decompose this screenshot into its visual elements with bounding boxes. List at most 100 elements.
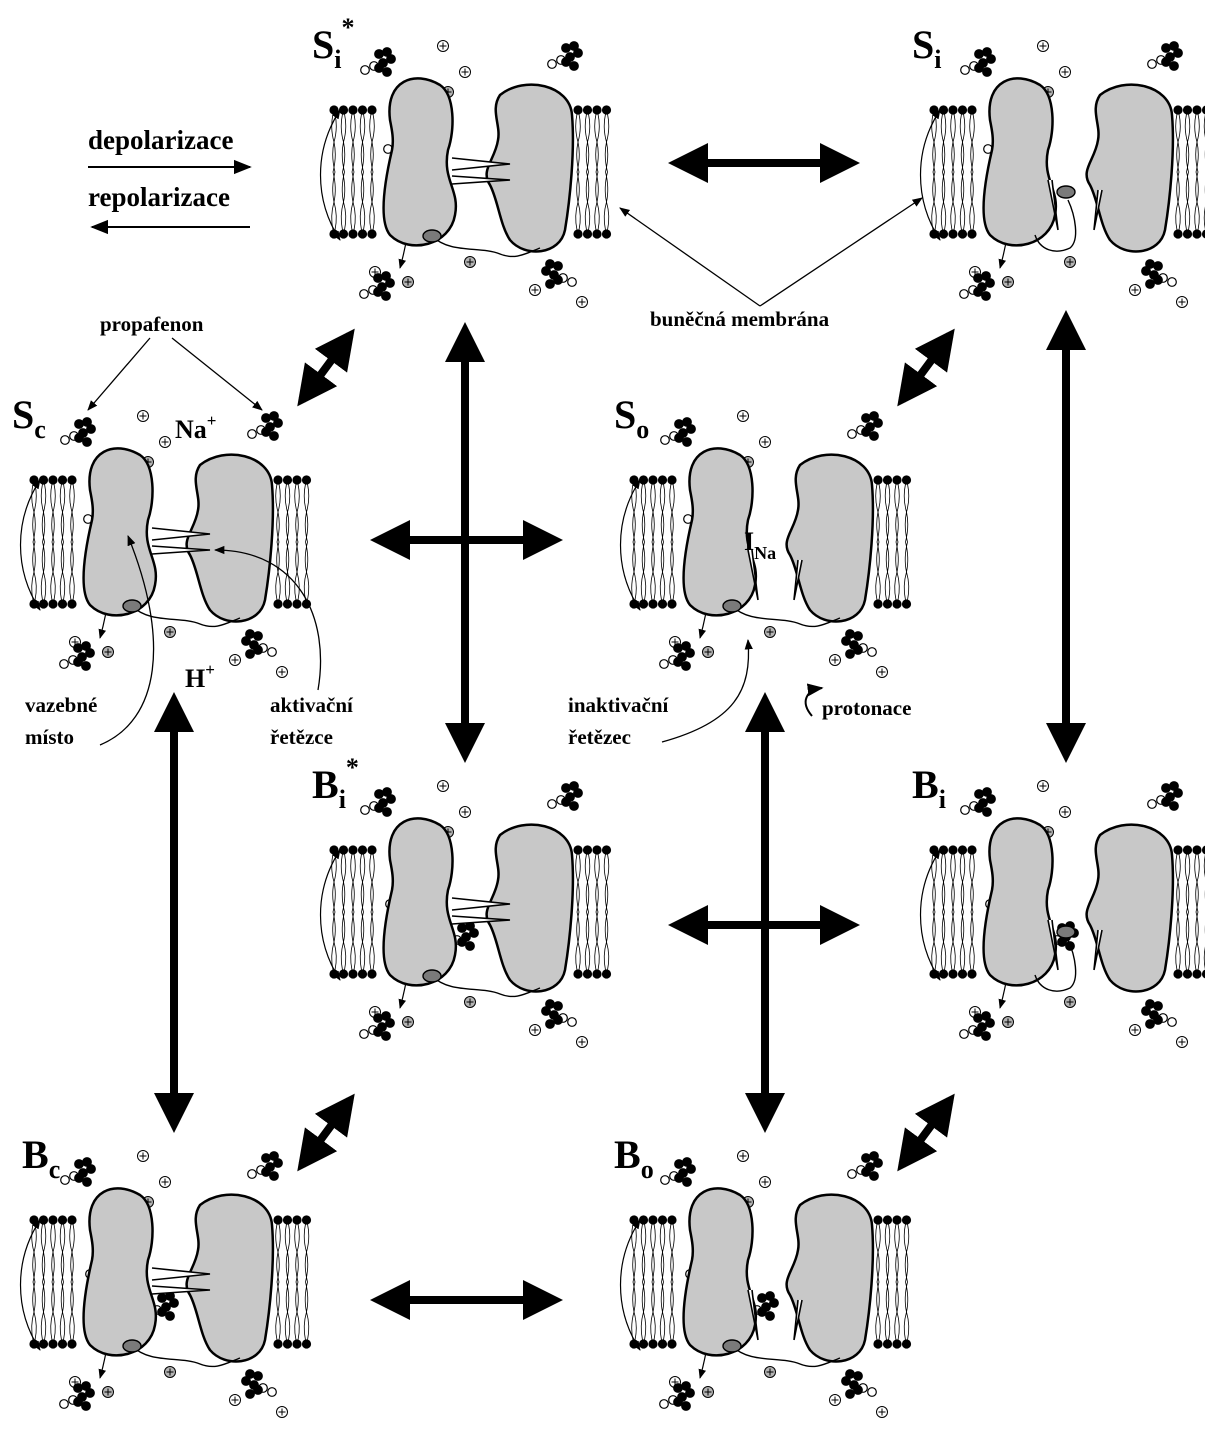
state-labels: Si* Si Sc So Bi* Bi Bc Bo: [12, 13, 946, 1184]
propafenone-molecule: [659, 1381, 695, 1411]
inactivation-chain: [131, 605, 241, 628]
sodium-ion-icon: [276, 1406, 288, 1418]
legend: depolarizace repolarizace: [88, 125, 252, 235]
lipid-pathway-arrow: [920, 109, 941, 241]
lipid-bilayer: [929, 105, 977, 239]
sodium-ion-icon: [464, 996, 476, 1008]
inactivation-ball-icon: [422, 229, 442, 243]
protonation-label: protonace: [822, 696, 911, 720]
propafenone-molecule: [547, 41, 583, 71]
propafenone-molecule: [59, 641, 95, 671]
channel-protein-right-domain: [1085, 83, 1175, 253]
sodium-ion-icon: [764, 626, 776, 638]
sodium-ion-icon: [1064, 256, 1076, 268]
sodium-ion-icon: [759, 436, 771, 448]
sodium-ion-icon: [702, 646, 714, 658]
cell-membrane-label: buněčná membrána: [650, 307, 830, 331]
inactivation-ball-icon: [722, 599, 742, 613]
activation-gate-closed: [451, 915, 511, 925]
sodium-ion-icon: [437, 40, 449, 52]
channel-protein-right-domain: [785, 1193, 875, 1363]
channel-panels: [20, 40, 1205, 1418]
inactivation-chain: [431, 975, 541, 998]
membrane-pointer-right: [759, 197, 923, 307]
propafenone-molecule: [547, 781, 583, 811]
transition-arrow-so-si: [897, 328, 955, 407]
protonation-arrow-icon: [804, 683, 824, 717]
sodium-ion-icon: [276, 666, 288, 678]
activation-gate-open: [793, 1299, 803, 1341]
activation-gate-open: [1093, 189, 1103, 231]
sodium-ion-icon: [159, 1176, 171, 1188]
state-label-so: So: [614, 392, 649, 444]
state-label-si-star: Si*: [312, 13, 354, 74]
legend-depolarization-label: depolarizace: [88, 125, 233, 155]
binding-site-label-line1: vazebné: [25, 693, 97, 717]
activation-gate-open: [747, 549, 759, 601]
sodium-ion-icon: [764, 1366, 776, 1378]
propafenone-molecule: [443, 921, 479, 951]
sodium-ion-icon: [464, 256, 476, 268]
sodium-current-label: INa: [744, 527, 776, 563]
propafenone-molecule: [841, 1369, 877, 1399]
propafenone-molecule: [959, 1011, 995, 1041]
activation-gate-open: [1093, 929, 1103, 971]
propafenone-molecule: [241, 1369, 277, 1399]
legend-repolarization-label: repolarizace: [88, 182, 230, 212]
channel-protein-left-domain: [382, 77, 458, 247]
membrane-pointer-left: [619, 207, 761, 307]
activation-gate-closed: [151, 527, 211, 541]
activation-gates-pointer: [213, 545, 322, 691]
lipid-bilayer: [273, 1215, 312, 1349]
propafenone-molecule: [659, 641, 695, 671]
transition-arrow-bc-bi-star: [297, 1093, 355, 1172]
sodium-ion-icon: [437, 780, 449, 792]
lipid-bilayer: [29, 475, 77, 609]
inactivation-gate-label-line2: řetězec: [568, 725, 631, 749]
propafenone-molecule: [60, 1157, 96, 1187]
binding-site-pointer: [99, 535, 155, 746]
propafenone-molecule: [1141, 999, 1177, 1029]
sodium-ion-icon: [737, 410, 749, 422]
propafenone-molecule: [960, 787, 996, 817]
channel-panel-bc: [20, 1150, 312, 1418]
lipid-bilayer: [629, 475, 677, 609]
sodium-ion-icon: [1037, 40, 1049, 52]
propafenone-molecule: [960, 47, 996, 77]
activation-gate-open: [1047, 179, 1059, 231]
sodium-ion-label: Na+: [175, 411, 216, 444]
inactivation-chain: [131, 1345, 241, 1368]
inactivation-chain: [731, 1345, 841, 1368]
sodium-ion-icon: [159, 436, 171, 448]
activation-gate-closed: [151, 1267, 211, 1281]
sodium-ion-icon: [1176, 1036, 1188, 1048]
channel-protein-left-domain: [82, 447, 158, 617]
channel-protein-right-domain: [485, 823, 575, 993]
lipid-bilayer: [329, 845, 377, 979]
sodium-ion-icon: [1002, 1016, 1014, 1028]
sodium-ion-icon: [702, 1386, 714, 1398]
activation-gate-open: [1047, 919, 1059, 971]
propafenone-molecule: [59, 1381, 95, 1411]
sodium-ion-icon: [137, 1150, 149, 1162]
transition-arrow-bo-bi: [897, 1093, 955, 1172]
activation-gate-closed: [451, 175, 511, 185]
propafenone-molecule: [841, 629, 877, 659]
channel-panel-sc: [20, 410, 312, 678]
sodium-ion-icon: [1129, 1024, 1141, 1036]
activation-gate-closed: [451, 157, 511, 171]
transition-arrow-sc-si-star: [297, 328, 355, 407]
sodium-ion-icon: [459, 66, 471, 78]
propafenone-molecule: [360, 787, 396, 817]
lipid-bilayer: [329, 105, 377, 239]
transition-arrows: [154, 143, 1086, 1320]
sodium-ion-icon: [229, 1394, 241, 1406]
channel-protein-left-domain: [382, 817, 458, 987]
lipid-bilayer: [273, 475, 312, 609]
propafenone-molecule: [60, 417, 96, 447]
lipid-bilayer: [29, 1215, 77, 1349]
propafenon-label: propafenon: [100, 312, 204, 336]
sodium-ion-icon: [1129, 284, 1141, 296]
propafenone-molecule: [959, 271, 995, 301]
sodium-ion-icon: [1002, 276, 1014, 288]
